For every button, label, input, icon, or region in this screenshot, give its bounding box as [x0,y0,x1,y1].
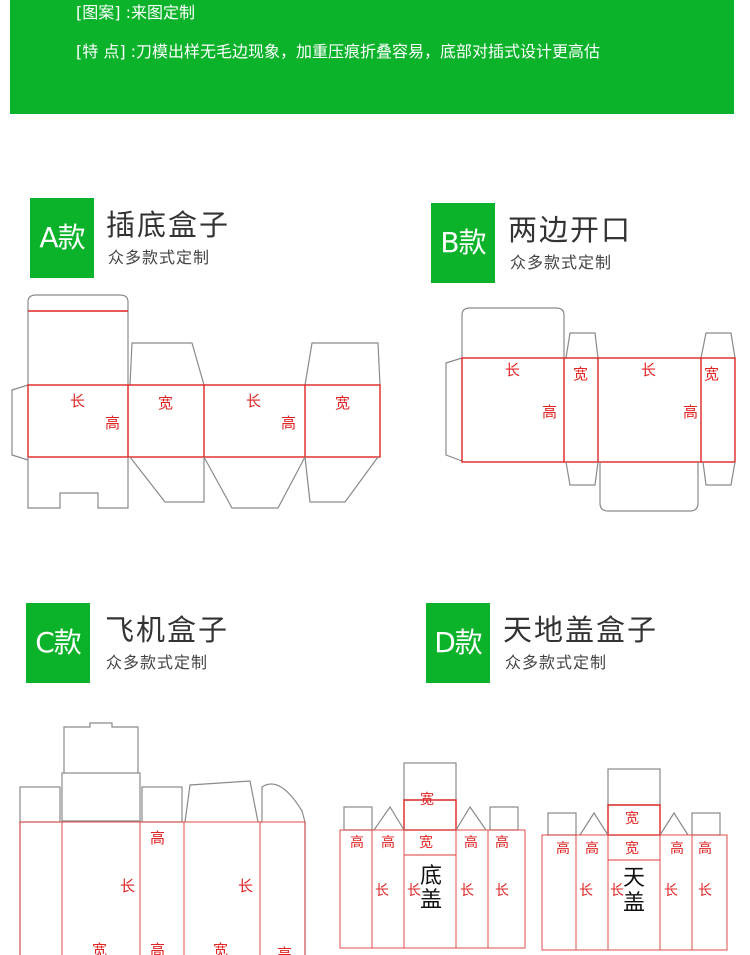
diag-d-top-length-2: 长 [610,883,624,899]
diag-d-bottom-length-4: 长 [495,883,509,899]
diag-c-length-1: 长 [120,877,135,895]
diag-d-top-label-2: 盖 [623,891,645,916]
diag-c-height-1: 高 [150,829,165,847]
section-c-subtitle: 众多款式定制 [106,653,209,672]
section-d-badge: D款 [426,603,490,683]
section-b-title: 两边开口 [508,213,633,247]
diagram-c-dieline: 高 长 长 宽 高 宽 高 [19,722,306,955]
diag-d-top-width: 宽 [625,840,639,857]
diag-c-height-2: 高 [150,941,165,955]
feature-line: [特 点] :刀模出样无毛边现象，加重压痕折叠容易，底部对插式设计更高估 [76,42,601,61]
pattern-line: [图案] :来图定制 [76,3,195,22]
diag-d-bottom-width: 宽 [419,834,433,851]
diag-d-top-label-1: 天 [623,866,645,891]
diag-a-length-1: 长 [70,392,85,410]
diag-d-top-lid: 宽 高 高 宽 高 高 长 长 长 长 天 盖 [541,768,728,951]
section-b-badge: B款 [431,203,495,283]
diag-d-top-height-4: 高 [698,840,712,857]
diag-b-height-2: 高 [683,403,698,421]
section-c-badge: C款 [26,603,90,683]
diag-a-width-1: 宽 [158,394,173,412]
diag-c-width-1: 宽 [92,941,107,955]
diag-b-length-2: 长 [641,361,656,379]
diag-c-height-3: 高 [277,945,292,955]
diag-a-height-1: 高 [105,414,120,432]
section-c-title: 飞机盒子 [105,613,230,647]
diag-d-bottom-lid: 宽 高 高 宽 高 高 长 长 长 长 底 盖 [339,762,526,949]
diag-d-top-length-3: 长 [664,883,678,899]
diag-d-top-length-4: 长 [698,883,712,899]
diag-d-top-length-1: 长 [579,883,593,899]
diag-d-top-height-3: 高 [670,840,684,857]
diag-d-bottom-label-2: 盖 [420,888,442,913]
section-d-subtitle: 众多款式定制 [505,653,608,672]
diag-d-bottom-width-top: 宽 [420,791,434,808]
diag-a-height-2: 高 [281,414,296,432]
diag-d-bottom-height-2: 高 [381,834,395,851]
section-a-title: 插底盒子 [106,208,231,242]
diag-d-bottom-length-1: 长 [375,883,389,899]
diag-b-width-2: 宽 [704,365,719,383]
section-a-subtitle: 众多款式定制 [108,248,211,267]
section-b-subtitle: 众多款式定制 [510,253,613,272]
diag-d-top-height-2: 高 [585,840,599,857]
section-d-title: 天地盖盒子 [503,613,659,647]
diag-d-top-width-top: 宽 [625,810,639,827]
diag-b-length-1: 长 [505,361,520,379]
diag-a-width-2: 宽 [335,394,350,412]
diag-a-length-2: 长 [246,392,261,410]
diagram-b-dieline: 长 高 宽 长 高 宽 [445,307,736,512]
diag-d-bottom-height-3: 高 [464,834,478,851]
diag-d-bottom-length-3: 长 [460,883,474,899]
diagram-a-dieline: 长 高 宽 长 高 宽 [11,294,381,509]
diag-b-width-1: 宽 [573,365,588,383]
diag-d-bottom-label-1: 底 [420,864,442,889]
diag-b-height-1: 高 [542,403,557,421]
diag-d-bottom-height-4: 高 [495,834,509,851]
diag-d-top-height-1: 高 [556,840,570,857]
diagram-d-dieline: 宽 高 高 宽 高 高 长 长 长 长 底 盖 宽 高 高 宽 高 高 长 长 … [339,762,728,951]
diag-c-width-2: 宽 [213,941,228,955]
diag-c-length-2: 长 [238,877,253,895]
section-a-badge: A款 [30,198,94,278]
diag-d-bottom-height-1: 高 [350,834,364,851]
diag-d-bottom-length-2: 长 [407,883,421,899]
top-banner [10,0,734,114]
